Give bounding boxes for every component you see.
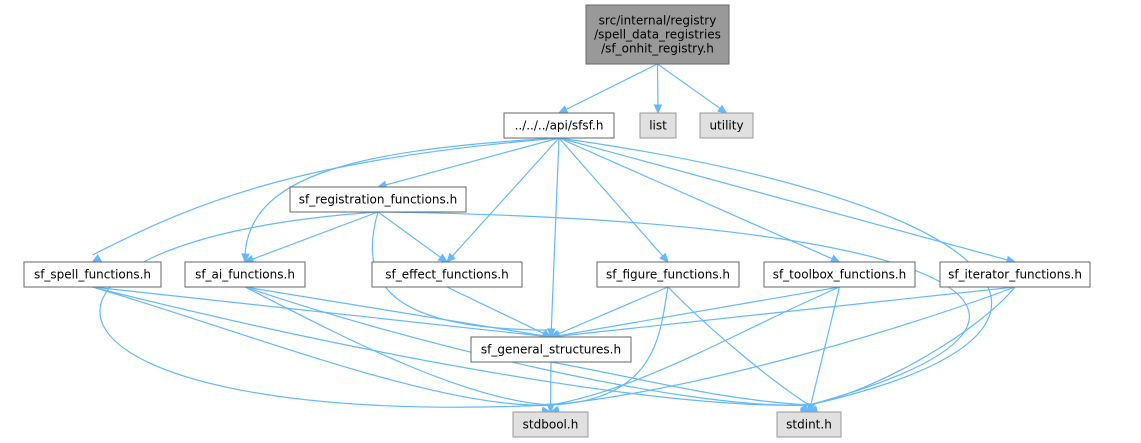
node-box-toolbox xyxy=(763,261,916,288)
node-label-toolbox: sf_toolbox_functions.h xyxy=(773,268,907,282)
node-gen[interactable]: sf_general_structures.h xyxy=(470,336,632,363)
dependency-edge-ai-to-stdbool xyxy=(244,286,551,406)
dependency-edge-iter-to-stdint xyxy=(808,286,1016,406)
arrowhead-root-to-sfsf xyxy=(557,105,569,114)
dependency-edge-gen-to-stdint xyxy=(550,361,810,406)
dependency-edge-figure-to-stdint xyxy=(667,286,810,406)
dependency-edge-reg-to-effect xyxy=(377,211,442,259)
node-box-ai xyxy=(184,261,306,288)
dependency-edge-sfsf-to-figure xyxy=(558,137,664,258)
node-label-figure: sf_figure_functions.h xyxy=(606,268,730,282)
node-box-iter xyxy=(939,261,1091,288)
node-label-root: /sf_onhit_registry.h xyxy=(601,42,714,56)
node-label-sfsf: ../../../api/sfsf.h xyxy=(515,119,604,133)
node-list: list xyxy=(639,112,677,139)
node-box-stdint xyxy=(776,411,842,438)
node-label-iter: sf_iterator_functions.h xyxy=(948,268,1082,282)
arrowhead-sfsf-to-gen xyxy=(547,328,556,339)
node-label-ai: sf_ai_functions.h xyxy=(195,268,295,282)
node-ai[interactable]: sf_ai_functions.h xyxy=(184,261,306,288)
node-box-list xyxy=(639,112,677,139)
arrowhead-root-to-list xyxy=(653,104,663,115)
node-label-stdint: stdint.h xyxy=(786,418,832,432)
dependency-edge-effect-to-gen xyxy=(446,286,545,335)
arrowhead-sfsf-to-effect xyxy=(446,252,456,263)
node-utility: utility xyxy=(699,112,754,139)
node-box-effect xyxy=(371,261,523,288)
node-box-gen xyxy=(470,336,632,363)
dependency-edge-root-to-sfsf xyxy=(564,63,658,111)
node-box-utility xyxy=(699,112,754,139)
node-label-spell: sf_spell_functions.h xyxy=(34,268,151,282)
node-label-utility: utility xyxy=(709,119,743,133)
dependency-edge-iter-to-gen xyxy=(557,286,1016,337)
node-effect[interactable]: sf_effect_functions.h xyxy=(371,261,523,288)
dependency-edge-toolbox-to-gen xyxy=(557,286,840,337)
node-toolbox[interactable]: sf_toolbox_functions.h xyxy=(763,261,916,288)
node-box-spell xyxy=(23,261,162,288)
dependency-edge-iter-to-stdbool xyxy=(550,286,1016,406)
graph-nodes: src/internal/registry/spell_data_registr… xyxy=(23,4,1091,438)
dependency-edge-reg-to-ai xyxy=(251,211,379,261)
arrowhead-sfsf-to-spell xyxy=(91,254,102,263)
node-reg[interactable]: sf_registration_functions.h xyxy=(289,186,467,213)
dependency-edge-sfsf-to-toolbox xyxy=(558,137,834,260)
dependency-edge-sfsf-to-reg xyxy=(384,137,560,186)
node-root: src/internal/registry/spell_data_registr… xyxy=(585,4,730,65)
node-stdbool: stdbool.h xyxy=(512,411,589,438)
dependency-edge-sfsf-to-gen xyxy=(550,137,560,331)
node-label-root: src/internal/registry xyxy=(599,14,717,28)
arrowhead-root-to-utility xyxy=(717,104,728,114)
node-label-reg: sf_registration_functions.h xyxy=(299,193,457,207)
dependency-edge-sfsf-to-spell xyxy=(92,137,560,256)
node-stdint: stdint.h xyxy=(776,411,842,438)
node-iter[interactable]: sf_iterator_functions.h xyxy=(939,261,1091,288)
dependency-edge-sfsf-to-effect xyxy=(451,137,560,258)
dependency-edge-sfsf-to-iter xyxy=(558,137,1009,261)
node-label-root: /spell_data_registries xyxy=(594,28,721,42)
arrowhead-reg-to-effect xyxy=(437,253,449,263)
dependency-edge-spell-to-stdint xyxy=(92,286,810,406)
arrowhead-sfsf-to-toolbox xyxy=(830,254,841,263)
dependency-edge-toolbox-to-stdbool xyxy=(550,286,840,406)
dependency-edge-figure-to-gen xyxy=(557,286,669,335)
node-label-effect: sf_effect_functions.h xyxy=(385,268,509,282)
dependency-edge-spell-to-gen xyxy=(92,286,545,337)
arrowhead-gen-to-stdbool xyxy=(546,403,555,414)
node-label-stdbool: stdbool.h xyxy=(523,418,579,432)
arrowhead-sfsf-to-ai xyxy=(241,253,250,264)
node-box-stdbool xyxy=(512,411,589,438)
node-spell[interactable]: sf_spell_functions.h xyxy=(23,261,162,288)
dependency-edge-reg-to-stdbool xyxy=(99,211,551,408)
graph-edges xyxy=(91,63,1017,417)
dependency-edge-root-to-utility xyxy=(657,63,722,110)
node-sfsf[interactable]: ../../../api/sfsf.h xyxy=(503,112,615,139)
node-label-list: list xyxy=(649,119,667,133)
node-box-reg xyxy=(289,186,467,213)
dependency-edge-ai-to-stdint xyxy=(244,286,810,406)
dependency-edge-ai-to-gen xyxy=(244,286,545,337)
arrowhead-sfsf-to-figure xyxy=(659,252,669,263)
node-box-figure xyxy=(596,261,740,288)
node-label-gen: sf_general_structures.h xyxy=(481,343,621,357)
dependency-edge-reg-to-stdint xyxy=(377,211,970,406)
node-figure[interactable]: sf_figure_functions.h xyxy=(596,261,740,288)
dependency-edge-spell-to-stdbool xyxy=(92,286,551,406)
node-box-sfsf xyxy=(503,112,615,139)
node-box-root xyxy=(585,4,730,65)
